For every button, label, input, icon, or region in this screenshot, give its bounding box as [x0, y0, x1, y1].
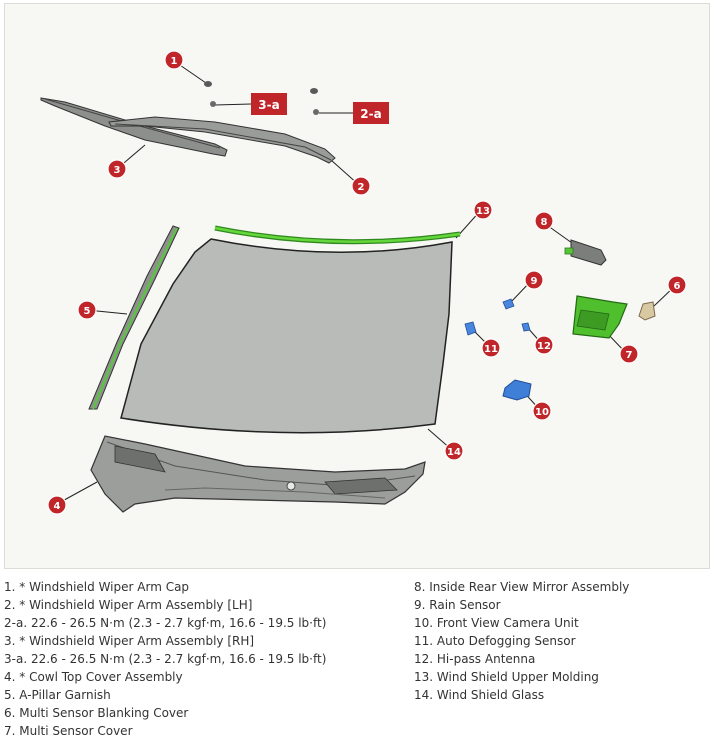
legend-item-11: 11. Auto Defogging Sensor: [414, 634, 576, 648]
legend-item-2a: 2-a. 22.6 - 26.5 N·m (2.3 - 2.7 kgf·m, 1…: [4, 616, 327, 630]
windshield-glass-shape: [120, 238, 453, 434]
leader-3a: [214, 103, 252, 106]
legend-item-10: 10. Front View Camera Unit: [414, 616, 579, 630]
legend-column-left: 1. * Windshield Wiper Arm Cap 2. * Winds…: [4, 578, 409, 740]
rain-sensor-shape: [502, 298, 515, 310]
callout-8: 8: [534, 211, 554, 231]
legend-item-6: 6. Multi Sensor Blanking Cover: [4, 706, 189, 720]
svg-text:5: 5: [84, 306, 91, 317]
callout-4: 4: [47, 495, 67, 515]
wiper-arm-lh-shape: [108, 116, 336, 164]
hi-pass-antenna-shape: [521, 322, 531, 332]
torque-tag-3a: 3-a: [251, 93, 287, 115]
svg-text:6: 6: [674, 281, 681, 292]
legend-item-1: 1. * Windshield Wiper Arm Cap: [4, 580, 190, 594]
svg-text:3: 3: [114, 165, 121, 176]
callout-3: 3: [107, 159, 127, 179]
wiper-arm-cap-shape: [204, 81, 318, 94]
cowl-top-cover-shape: [90, 435, 426, 513]
callout-14: 14: [444, 441, 464, 461]
multi-sensor-blanking-cover-shape: [638, 301, 656, 321]
svg-text:2-a: 2-a: [360, 107, 381, 121]
exploded-parts-diagram: 1 2 3 4 5 6 7 8: [4, 3, 710, 569]
svg-text:14: 14: [447, 447, 461, 458]
callout-11: 11: [481, 338, 501, 358]
front-view-camera-shape: [502, 379, 532, 401]
callout-9: 9: [524, 270, 544, 290]
svg-text:11: 11: [484, 344, 498, 355]
callout-12: 12: [534, 335, 554, 355]
svg-text:3-a: 3-a: [258, 98, 279, 112]
callout-7: 7: [619, 344, 639, 364]
svg-text:8: 8: [541, 217, 548, 228]
svg-text:7: 7: [626, 350, 633, 361]
callout-13: 13: [473, 200, 493, 220]
callout-10: 10: [532, 401, 552, 421]
callout-2: 2: [351, 176, 371, 196]
legend-item-9: 9. Rain Sensor: [414, 598, 501, 612]
legend-item-14: 14. Wind Shield Glass: [414, 688, 545, 702]
rear-view-mirror-shape: [564, 239, 607, 266]
legend-item-8: 8. Inside Rear View Mirror Assembly: [414, 580, 630, 594]
callout-6: 6: [667, 275, 687, 295]
legend-item-5: 5. A-Pillar Garnish: [4, 688, 111, 702]
legend-item-13: 13. Wind Shield Upper Molding: [414, 670, 599, 684]
legend-item-7: 7. Multi Sensor Cover: [4, 724, 133, 738]
callout-1: 1: [164, 50, 184, 70]
wiper-nut-shape: [210, 101, 319, 115]
svg-text:1: 1: [171, 56, 178, 67]
callout-5: 5: [77, 300, 97, 320]
legend-item-3: 3. * Windshield Wiper Arm Assembly [RH]: [4, 634, 255, 648]
a-pillar-garnish-shape: [88, 225, 180, 410]
svg-text:2: 2: [358, 182, 365, 193]
legend-item-12: 12. Hi-pass Antenna: [414, 652, 536, 666]
svg-text:13: 13: [476, 206, 490, 217]
legend-column-right: 8. Inside Rear View Mirror Assembly 9. R…: [414, 578, 712, 704]
parts-legend: 1. * Windshield Wiper Arm Cap 2. * Winds…: [4, 578, 712, 742]
auto-defogging-sensor-shape: [464, 321, 477, 336]
svg-text:12: 12: [537, 341, 551, 352]
svg-text:10: 10: [535, 407, 549, 418]
torque-tag-2a: 2-a: [353, 102, 389, 124]
legend-item-2: 2. * Windshield Wiper Arm Assembly [LH]: [4, 598, 253, 612]
svg-text:9: 9: [531, 276, 538, 287]
legend-item-3a: 3-a. 22.6 - 26.5 N·m (2.3 - 2.7 kgf·m, 1…: [4, 652, 327, 666]
legend-item-4: 4. * Cowl Top Cover Assembly: [4, 670, 183, 684]
svg-text:4: 4: [54, 501, 61, 512]
